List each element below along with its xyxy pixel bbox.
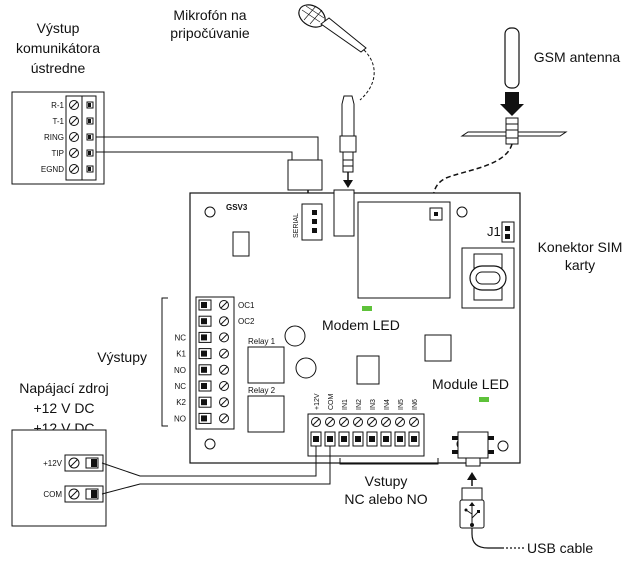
panel-title-line1: Výstup — [37, 20, 80, 36]
inputs-bracket — [339, 458, 439, 465]
board-name: GSV3 — [226, 203, 248, 212]
ring-tip-wires — [96, 136, 323, 204]
serial-connector — [301, 203, 323, 241]
regulator-component — [356, 355, 380, 385]
input-terminal-in2: IN2 — [352, 399, 364, 447]
output-terminal-oc2-1: OC2 — [198, 315, 255, 327]
microphone-icon — [298, 4, 375, 101]
input-terminal-label: COM — [328, 394, 335, 411]
usb-port — [452, 431, 494, 467]
input-terminal-in4: IN4 — [380, 399, 392, 447]
input-terminal-in3: IN3 — [366, 399, 378, 447]
sim-label-line1: Konektor SIM — [538, 239, 623, 255]
panel-terminal-label: TIP — [52, 149, 64, 158]
buzzer-component — [284, 325, 306, 347]
output-terminal-label: K1 — [176, 350, 186, 359]
input-terminal-label: IN4 — [384, 399, 391, 410]
power-box-cut-label: +12 V DC — [33, 420, 94, 436]
input-terminal-label: +12V — [314, 393, 321, 410]
chip-component — [424, 334, 452, 362]
input-terminal-in6: IN6 — [408, 399, 420, 447]
panel-terminal-label: R-1 — [51, 101, 64, 110]
panel-terminal-label: RING — [44, 133, 64, 142]
power-label-line1: Napájací zdroj — [19, 380, 109, 396]
output-terminal-no-7: NO — [174, 412, 229, 424]
power-wires — [101, 446, 331, 495]
jumper-j1 — [501, 221, 515, 243]
input-terminal-12v: +12V — [310, 393, 322, 447]
output-terminal-k1-3: K1 — [176, 348, 229, 360]
panel-title-line3: ústredne — [31, 60, 86, 76]
output-terminal-k2-6: K2 — [176, 396, 229, 408]
output-terminal-oc1-0: OC1 — [198, 299, 255, 311]
output-terminal-nc-5: NC — [174, 380, 229, 392]
output-terminal-label: NC — [174, 333, 186, 342]
input-terminal-in5: IN5 — [394, 399, 406, 447]
power-terminal-label: COM — [43, 490, 62, 499]
board-component — [232, 231, 250, 257]
usb-arrow — [467, 472, 477, 480]
serial-label: SERIAL — [293, 213, 300, 238]
gsm-antenna-label: GSM antenna — [534, 49, 621, 65]
inputs-label-line1: Vstupy — [365, 473, 408, 489]
output-terminal-nc-2: NC — [174, 331, 229, 343]
power-terminal-label: +12V — [43, 459, 63, 468]
output-terminal-label: NO — [174, 414, 186, 423]
outputs-bracket — [161, 297, 168, 427]
jumper-label: J1 — [487, 224, 501, 239]
output-terminal-label: OC1 — [238, 301, 255, 310]
module-led-indicator — [479, 397, 489, 402]
relay-1 — [247, 346, 285, 384]
panel-terminal-label: T-1 — [52, 117, 64, 126]
output-terminal-label: NC — [174, 382, 186, 391]
sim-card-holder — [461, 247, 515, 309]
input-terminal-label: IN6 — [412, 399, 419, 410]
power-supply-box — [11, 429, 107, 527]
module-led-label: Module LED — [432, 376, 509, 392]
mic-label-line1: Mikrofón na — [173, 7, 246, 23]
input-terminal-com: COM — [324, 394, 336, 447]
gsm-modem — [357, 201, 451, 299]
output-terminal-label: OC2 — [238, 317, 255, 326]
panel-terminal-ring: RING — [44, 132, 94, 142]
output-terminal-label: K2 — [176, 398, 186, 407]
jack-plug-icon — [339, 95, 357, 188]
panel-terminal-tip: TIP — [52, 148, 94, 158]
power-label-line2: +12 V DC — [33, 400, 94, 416]
usb-cable-label: USB cable — [527, 540, 593, 556]
panel-terminal-egnd: EGND — [41, 164, 94, 174]
power-terminal-12v: +12V — [43, 454, 104, 472]
panel-terminal-r-1: R-1 — [51, 100, 94, 110]
usb-icon — [459, 487, 526, 549]
output-terminal-no-4: NO — [174, 364, 229, 376]
modem-led-label: Modem LED — [322, 317, 400, 333]
input-terminal-label: IN3 — [370, 399, 377, 410]
modem-led-indicator — [362, 306, 372, 311]
outputs-label: Výstupy — [97, 349, 147, 365]
panel-terminal-t-1: T-1 — [52, 116, 94, 126]
output-terminal-label: NO — [174, 366, 186, 375]
sim-label-line2: karty — [565, 257, 595, 273]
input-terminal-label: IN1 — [342, 399, 349, 410]
mic-jack-socket — [333, 189, 355, 237]
mic-label-line2: pripočúvanie — [170, 25, 250, 41]
panel-terminal-label: EGND — [41, 165, 64, 174]
panel-title-line2: komunikátora — [16, 40, 100, 56]
relay-1-label: Relay 1 — [248, 337, 276, 346]
input-terminal-label: IN2 — [356, 399, 363, 410]
inputs-label-line2: NC alebo NO — [344, 491, 427, 507]
relay-2-label: Relay 2 — [248, 386, 276, 395]
input-terminal-label: IN5 — [398, 399, 405, 410]
relay-2 — [247, 395, 285, 433]
capacitor-component — [295, 357, 317, 379]
input-terminal-in1: IN1 — [338, 399, 350, 447]
